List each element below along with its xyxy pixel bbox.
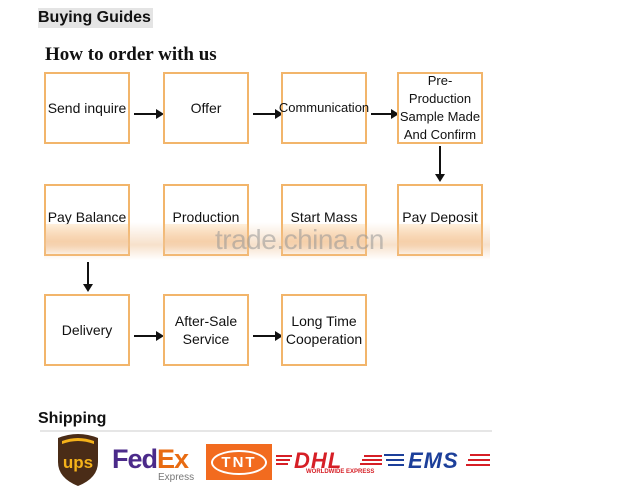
step-long-time-cooperation: Long Time Cooperation bbox=[281, 294, 367, 366]
step-label: Start Mass bbox=[290, 209, 358, 225]
step-label: Delivery bbox=[61, 322, 113, 338]
step-pre-production-sample: Pre-Production Sample Made And Confirm bbox=[397, 72, 483, 144]
arrow-right-icon bbox=[253, 331, 283, 341]
dhl-logo-text: DHL bbox=[294, 448, 343, 473]
ems-logo: EMS bbox=[384, 446, 492, 476]
dhl-sub-text: WORLDWIDE EXPRESS bbox=[306, 469, 375, 475]
fedex-ex-text: Ex bbox=[157, 444, 189, 474]
step-offer: Offer bbox=[163, 72, 249, 144]
step-label: Pre-Production Sample Made And Confirm bbox=[399, 73, 481, 142]
shipping-carriers-banner bbox=[40, 430, 492, 490]
step-label: Offer bbox=[190, 100, 222, 116]
watermark-text: trade.china.cn bbox=[215, 224, 384, 255]
arrow-right-icon bbox=[134, 109, 164, 119]
ups-logo: ups bbox=[54, 432, 102, 493]
arrow-right-icon bbox=[134, 331, 164, 341]
step-label: Send inquire bbox=[47, 100, 127, 116]
shipping-heading: Shipping bbox=[38, 410, 107, 427]
fedex-logo: FedEx bbox=[112, 444, 189, 475]
fedex-express-text: Express bbox=[158, 472, 195, 483]
arrow-down-icon bbox=[83, 262, 93, 292]
how-to-order-heading: How to order with us bbox=[45, 44, 217, 65]
step-delivery: Delivery bbox=[44, 294, 130, 366]
step-communication: Communication bbox=[278, 72, 370, 144]
step-label: Pay Deposit bbox=[402, 209, 478, 225]
tnt-logo: TNT bbox=[206, 444, 272, 480]
step-label: Production bbox=[172, 209, 240, 225]
arrow-down-icon bbox=[435, 146, 445, 182]
watermark-band bbox=[44, 222, 490, 260]
step-label: Pay Balance bbox=[47, 209, 127, 225]
fedex-fed-text: Fed bbox=[112, 444, 158, 474]
step-after-sale-service: After-Sale Service bbox=[163, 294, 249, 366]
ems-logo-text: EMS bbox=[408, 448, 459, 473]
step-label: Communication bbox=[278, 100, 370, 115]
step-label: Long Time Cooperation bbox=[285, 313, 363, 347]
step-label: After-Sale Service bbox=[174, 313, 238, 347]
arrow-right-icon bbox=[253, 109, 283, 119]
arrow-right-icon bbox=[371, 109, 399, 119]
buying-guides-heading: Buying Guides bbox=[38, 8, 153, 28]
dhl-logo: DHL WORLDWIDE EXPRESS bbox=[276, 446, 384, 476]
ups-logo-text: ups bbox=[63, 453, 93, 472]
tnt-logo-text: TNT bbox=[211, 449, 267, 475]
step-send-inquire: Send inquire bbox=[44, 72, 130, 144]
